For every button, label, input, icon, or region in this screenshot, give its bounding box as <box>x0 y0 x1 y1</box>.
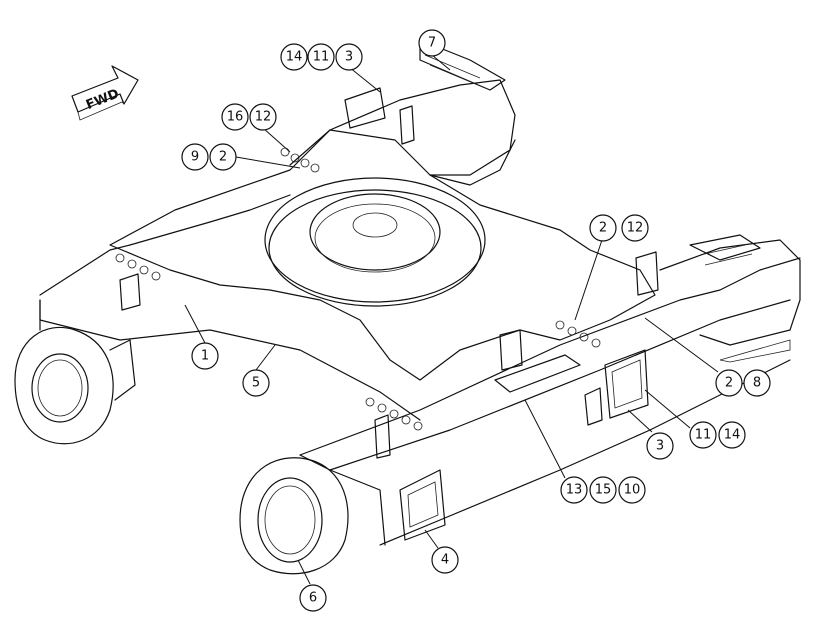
svg-text:15: 15 <box>595 483 612 498</box>
swing-bearing-ring <box>264 177 486 307</box>
callout-9: 9 <box>181 143 209 171</box>
callout-12-a: 12 <box>249 103 277 131</box>
svg-text:16: 16 <box>227 110 244 125</box>
leader-lines <box>184 54 719 585</box>
track-guard-plates <box>399 349 649 541</box>
svg-text:3: 3 <box>345 50 353 65</box>
svg-text:14: 14 <box>286 50 303 65</box>
svg-text:14: 14 <box>724 428 741 443</box>
callout-1: 1 <box>191 342 219 370</box>
callout-5: 5 <box>242 369 270 397</box>
svg-text:8: 8 <box>753 376 761 391</box>
svg-text:7: 7 <box>428 36 436 51</box>
svg-text:11: 11 <box>313 50 330 65</box>
callout-2-c: 2 <box>715 369 743 397</box>
svg-text:6: 6 <box>309 591 317 606</box>
svg-text:1: 1 <box>201 349 209 364</box>
callout-16: 16 <box>221 103 249 131</box>
callout-11-a: 11 <box>307 43 335 71</box>
svg-text:4: 4 <box>441 553 449 568</box>
svg-text:10: 10 <box>624 483 641 498</box>
track-frame-ends <box>419 39 761 266</box>
callout-3-b: 3 <box>646 432 674 460</box>
svg-text:3: 3 <box>656 439 664 454</box>
callout-2-a: 2 <box>209 143 237 171</box>
callout-2-b: 2 <box>589 214 617 242</box>
forward-arrow-icon: FWD <box>71 65 139 121</box>
callout-15: 15 <box>589 476 617 504</box>
svg-text:2: 2 <box>599 221 607 236</box>
callout-7: 7 <box>418 29 446 57</box>
callout-14-b: 14 <box>718 421 746 449</box>
cover-plate <box>494 354 581 393</box>
callout-13: 13 <box>560 476 588 504</box>
svg-text:13: 13 <box>566 483 583 498</box>
svg-text:12: 12 <box>627 221 644 236</box>
svg-text:12: 12 <box>255 110 272 125</box>
callout-3-a: 3 <box>335 43 363 71</box>
callout-10: 10 <box>618 476 646 504</box>
forward-label: FWD <box>84 86 121 113</box>
carrier-roller-brackets <box>119 87 659 459</box>
callout-4: 4 <box>431 546 459 574</box>
svg-text:11: 11 <box>695 428 712 443</box>
svg-text:5: 5 <box>252 376 260 391</box>
front-idler-bracket <box>239 454 386 575</box>
svg-text:2: 2 <box>219 150 227 165</box>
callout-8: 8 <box>743 369 771 397</box>
left-idler-bracket <box>14 299 136 445</box>
callout-12-b: 12 <box>621 214 649 242</box>
callout-14-a: 14 <box>280 43 308 71</box>
svg-text:9: 9 <box>191 150 199 165</box>
callout-11-b: 11 <box>689 421 717 449</box>
svg-text:2: 2 <box>725 376 733 391</box>
car-body-frame <box>39 79 801 546</box>
bolt-clusters <box>115 147 601 431</box>
callout-6: 6 <box>299 584 327 612</box>
